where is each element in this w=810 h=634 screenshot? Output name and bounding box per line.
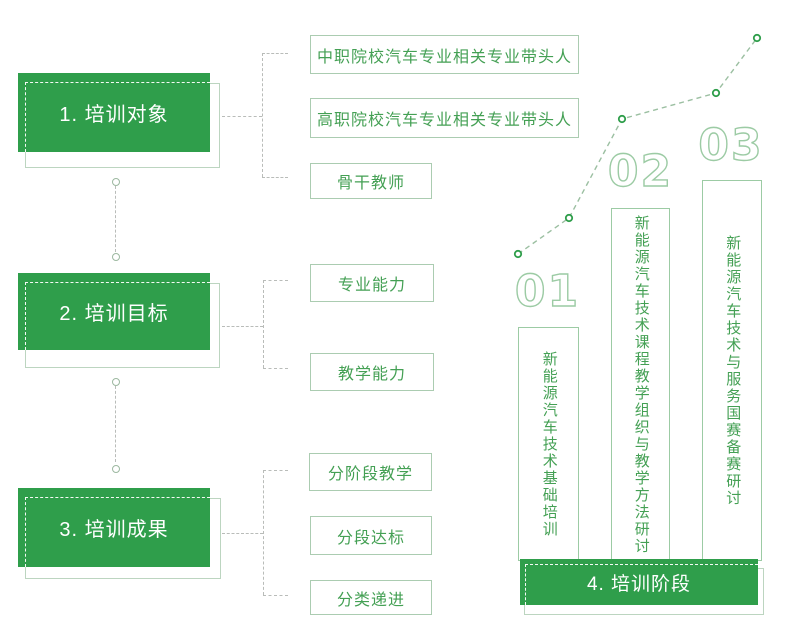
item-label: 中职院校汽车专业相关专业带头人 xyxy=(316,48,572,66)
stage-bar-3-label: 新能源汽车技术与服务国赛备赛研讨 xyxy=(724,234,742,507)
connector-line xyxy=(263,280,264,368)
item-label: 分类递进 xyxy=(336,591,405,609)
section-3-box: 3. 培训成果 xyxy=(18,488,210,567)
section-4-label: 4. 培训阶段 xyxy=(586,573,692,595)
item-label: 教学能力 xyxy=(337,366,406,383)
connector-line xyxy=(263,470,264,595)
item-label: 分阶段教学 xyxy=(327,466,413,483)
item-box: 中职院校汽车专业相关专业带头人 xyxy=(310,35,579,74)
item-box: 高职院校汽车专业相关专业带头人 xyxy=(310,98,579,138)
stage-bar-1-label: 新能源汽车技术基础培训 xyxy=(540,350,558,538)
stage-number-02: 02 xyxy=(607,146,674,197)
section-4-box: 4. 培训阶段 xyxy=(520,559,758,605)
connector-line xyxy=(262,177,288,178)
section-1-box: 1. 培训对象 xyxy=(18,73,210,152)
trend-dot xyxy=(711,88,721,98)
section-1-label: 1. 培训对象 xyxy=(59,104,169,126)
item-box: 分类递进 xyxy=(310,580,432,615)
trend-dot xyxy=(752,33,762,43)
connector-line xyxy=(262,53,288,54)
item-label: 专业能力 xyxy=(337,277,406,294)
stage-number-01: 01 xyxy=(514,266,581,317)
item-label: 分段达标 xyxy=(336,529,405,547)
section-3-label: 3. 培训成果 xyxy=(59,519,169,541)
connector-line xyxy=(263,368,288,369)
stage-bar-2: 新能源汽车技术课程教学组织与教学方法研讨 xyxy=(611,208,670,561)
item-box: 骨干教师 xyxy=(310,163,432,199)
connector-line xyxy=(222,326,263,327)
trend-dot xyxy=(513,249,523,259)
item-box: 教学能力 xyxy=(310,353,434,391)
section-2-label: 2. 培训目标 xyxy=(59,303,169,325)
stage-bar-2-label: 新能源汽车技术课程教学组织与教学方法研讨 xyxy=(632,214,650,555)
item-label: 高职院校汽车专业相关专业带头人 xyxy=(316,112,572,129)
trend-dot xyxy=(564,213,574,223)
connector-line xyxy=(115,386,116,462)
connector-line xyxy=(263,595,288,596)
stage-bar-3: 新能源汽车技术与服务国赛备赛研讨 xyxy=(702,180,762,561)
connector-line xyxy=(263,470,288,471)
trend-line-svg xyxy=(513,33,762,259)
connector-line xyxy=(115,186,116,252)
item-box: 分阶段教学 xyxy=(309,453,432,491)
item-box: 分段达标 xyxy=(310,516,432,555)
section-2-box: 2. 培训目标 xyxy=(18,273,210,350)
connector-line xyxy=(263,280,288,281)
connector-line xyxy=(262,53,263,177)
item-box: 专业能力 xyxy=(310,264,434,302)
connector-line xyxy=(222,116,262,117)
stage-bar-1: 新能源汽车技术基础培训 xyxy=(518,327,579,561)
connector-node xyxy=(112,378,120,386)
connector-node xyxy=(112,465,120,473)
trend-dot xyxy=(617,114,627,124)
connector-node xyxy=(112,253,120,261)
connector-line xyxy=(222,533,263,534)
stage-number-03: 03 xyxy=(698,120,764,171)
item-label: 骨干教师 xyxy=(336,175,405,192)
connector-node xyxy=(112,178,120,186)
